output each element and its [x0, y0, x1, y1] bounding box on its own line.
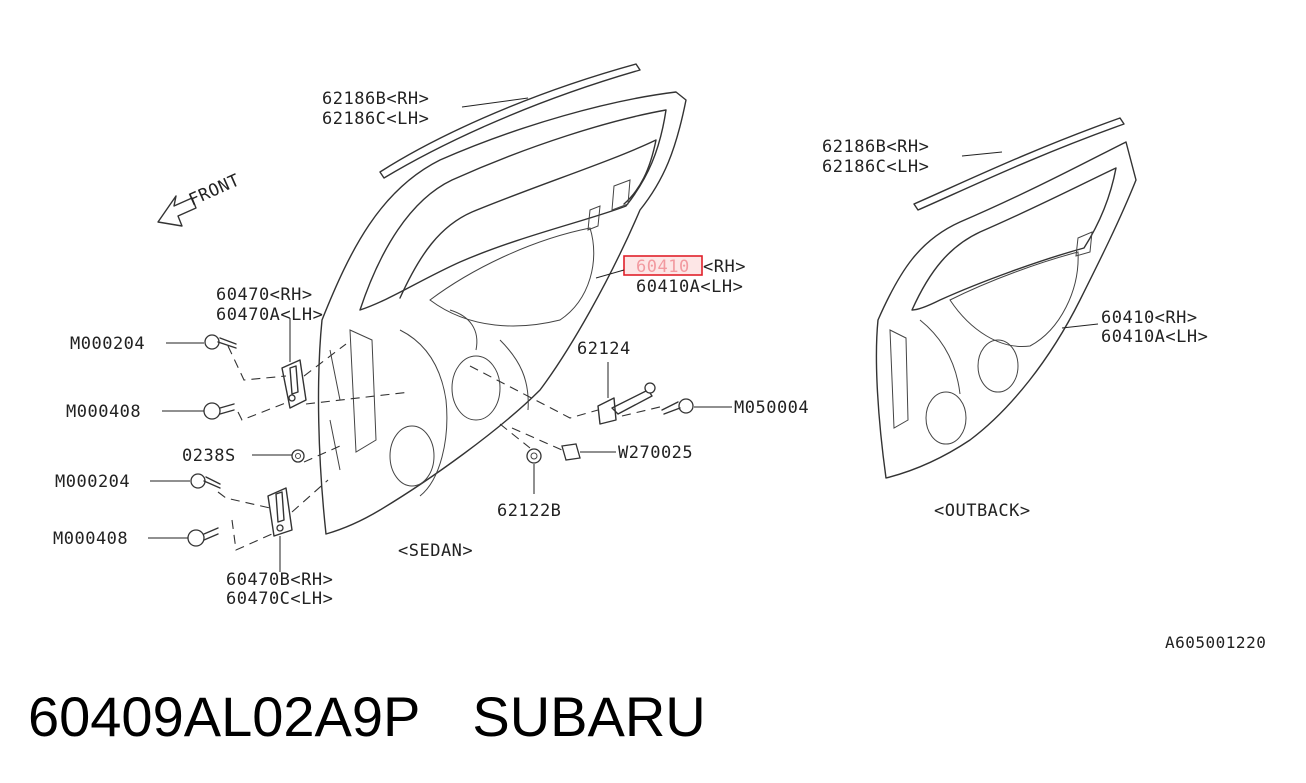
- parts-diagram: FRONT 62186B<RH> 62186C<LH> 60410 <RH> 6…: [53, 63, 1266, 650]
- bolt-m050004-label: M050004: [734, 398, 809, 418]
- outback-panel-lh-label: 60410A<LH>: [1101, 327, 1208, 347]
- plug-62122b-icon: [526, 448, 542, 464]
- lower-hinge-lh-label: 60470C<LH>: [226, 589, 333, 609]
- sedan-weatherstrip-lh-label: 62186C<LH>: [322, 109, 429, 129]
- sedan-panel-rh-suffix-label: <RH>: [703, 257, 746, 277]
- outback-panel-rh-label: 60410<RH>: [1101, 308, 1198, 328]
- sedan-weatherstrip: [379, 63, 641, 179]
- sedan-caption: <SEDAN>: [398, 541, 473, 561]
- upper-hinge: [281, 359, 307, 409]
- footer: 60409AL02A9P SUBARU: [28, 684, 706, 749]
- upper-hinge-rh-label: 60470<RH>: [216, 285, 313, 305]
- bolt-m000408-upper-icon: [203, 402, 235, 420]
- nut-0238s-label: 0238S: [182, 446, 236, 466]
- sedan-door-panel: [317, 91, 687, 535]
- outback-door-panel: [875, 141, 1137, 479]
- sedan-panel-lh-label: 60410A<LH>: [636, 277, 743, 297]
- outback-weatherstrip-rh-label: 62186B<RH>: [822, 137, 929, 157]
- bolt-m000204-lower-icon: [190, 473, 221, 489]
- sedan-panel-rh-part-label: 60410: [636, 257, 690, 277]
- front-label: FRONT: [186, 170, 243, 210]
- washer-w270025-label: W270025: [618, 443, 693, 463]
- bolt-m000408-lower-label: M000408: [53, 529, 128, 549]
- bolt-m000408-lower-icon: [187, 527, 219, 547]
- bolt-m000204-lower-label: M000204: [55, 472, 130, 492]
- checker-label: 62124: [577, 339, 631, 359]
- lower-hinge-rh-label: 60470B<RH>: [226, 570, 333, 590]
- figure-id: A605001220: [1165, 633, 1266, 650]
- bolt-m000408-upper-label: M000408: [66, 402, 141, 422]
- bolt-m000204-upper-icon: [204, 334, 237, 350]
- bolt-m000204-upper-label: M000204: [70, 334, 145, 354]
- outback-weatherstrip-lh-label: 62186C<LH>: [822, 157, 929, 177]
- upper-hinge-lh-label: 60470A<LH>: [216, 305, 323, 325]
- plug-62122b-label: 62122B: [497, 501, 561, 521]
- front-arrow-icon: [157, 195, 197, 227]
- nut-0238s-icon: [291, 449, 305, 463]
- door-checker: [597, 382, 656, 425]
- lower-hinge: [267, 487, 293, 537]
- outback-caption: <OUTBACK>: [934, 501, 1031, 521]
- brand-name: SUBARU: [472, 685, 706, 748]
- washer-w270025-icon: [561, 443, 581, 461]
- outback-weatherstrip: [913, 117, 1125, 211]
- sedan-weatherstrip-rh-label: 62186B<RH>: [322, 89, 429, 109]
- highlight-box: [623, 255, 703, 276]
- part-number: 60409AL02A9P: [28, 685, 421, 748]
- bolt-m050004-icon: [661, 398, 694, 415]
